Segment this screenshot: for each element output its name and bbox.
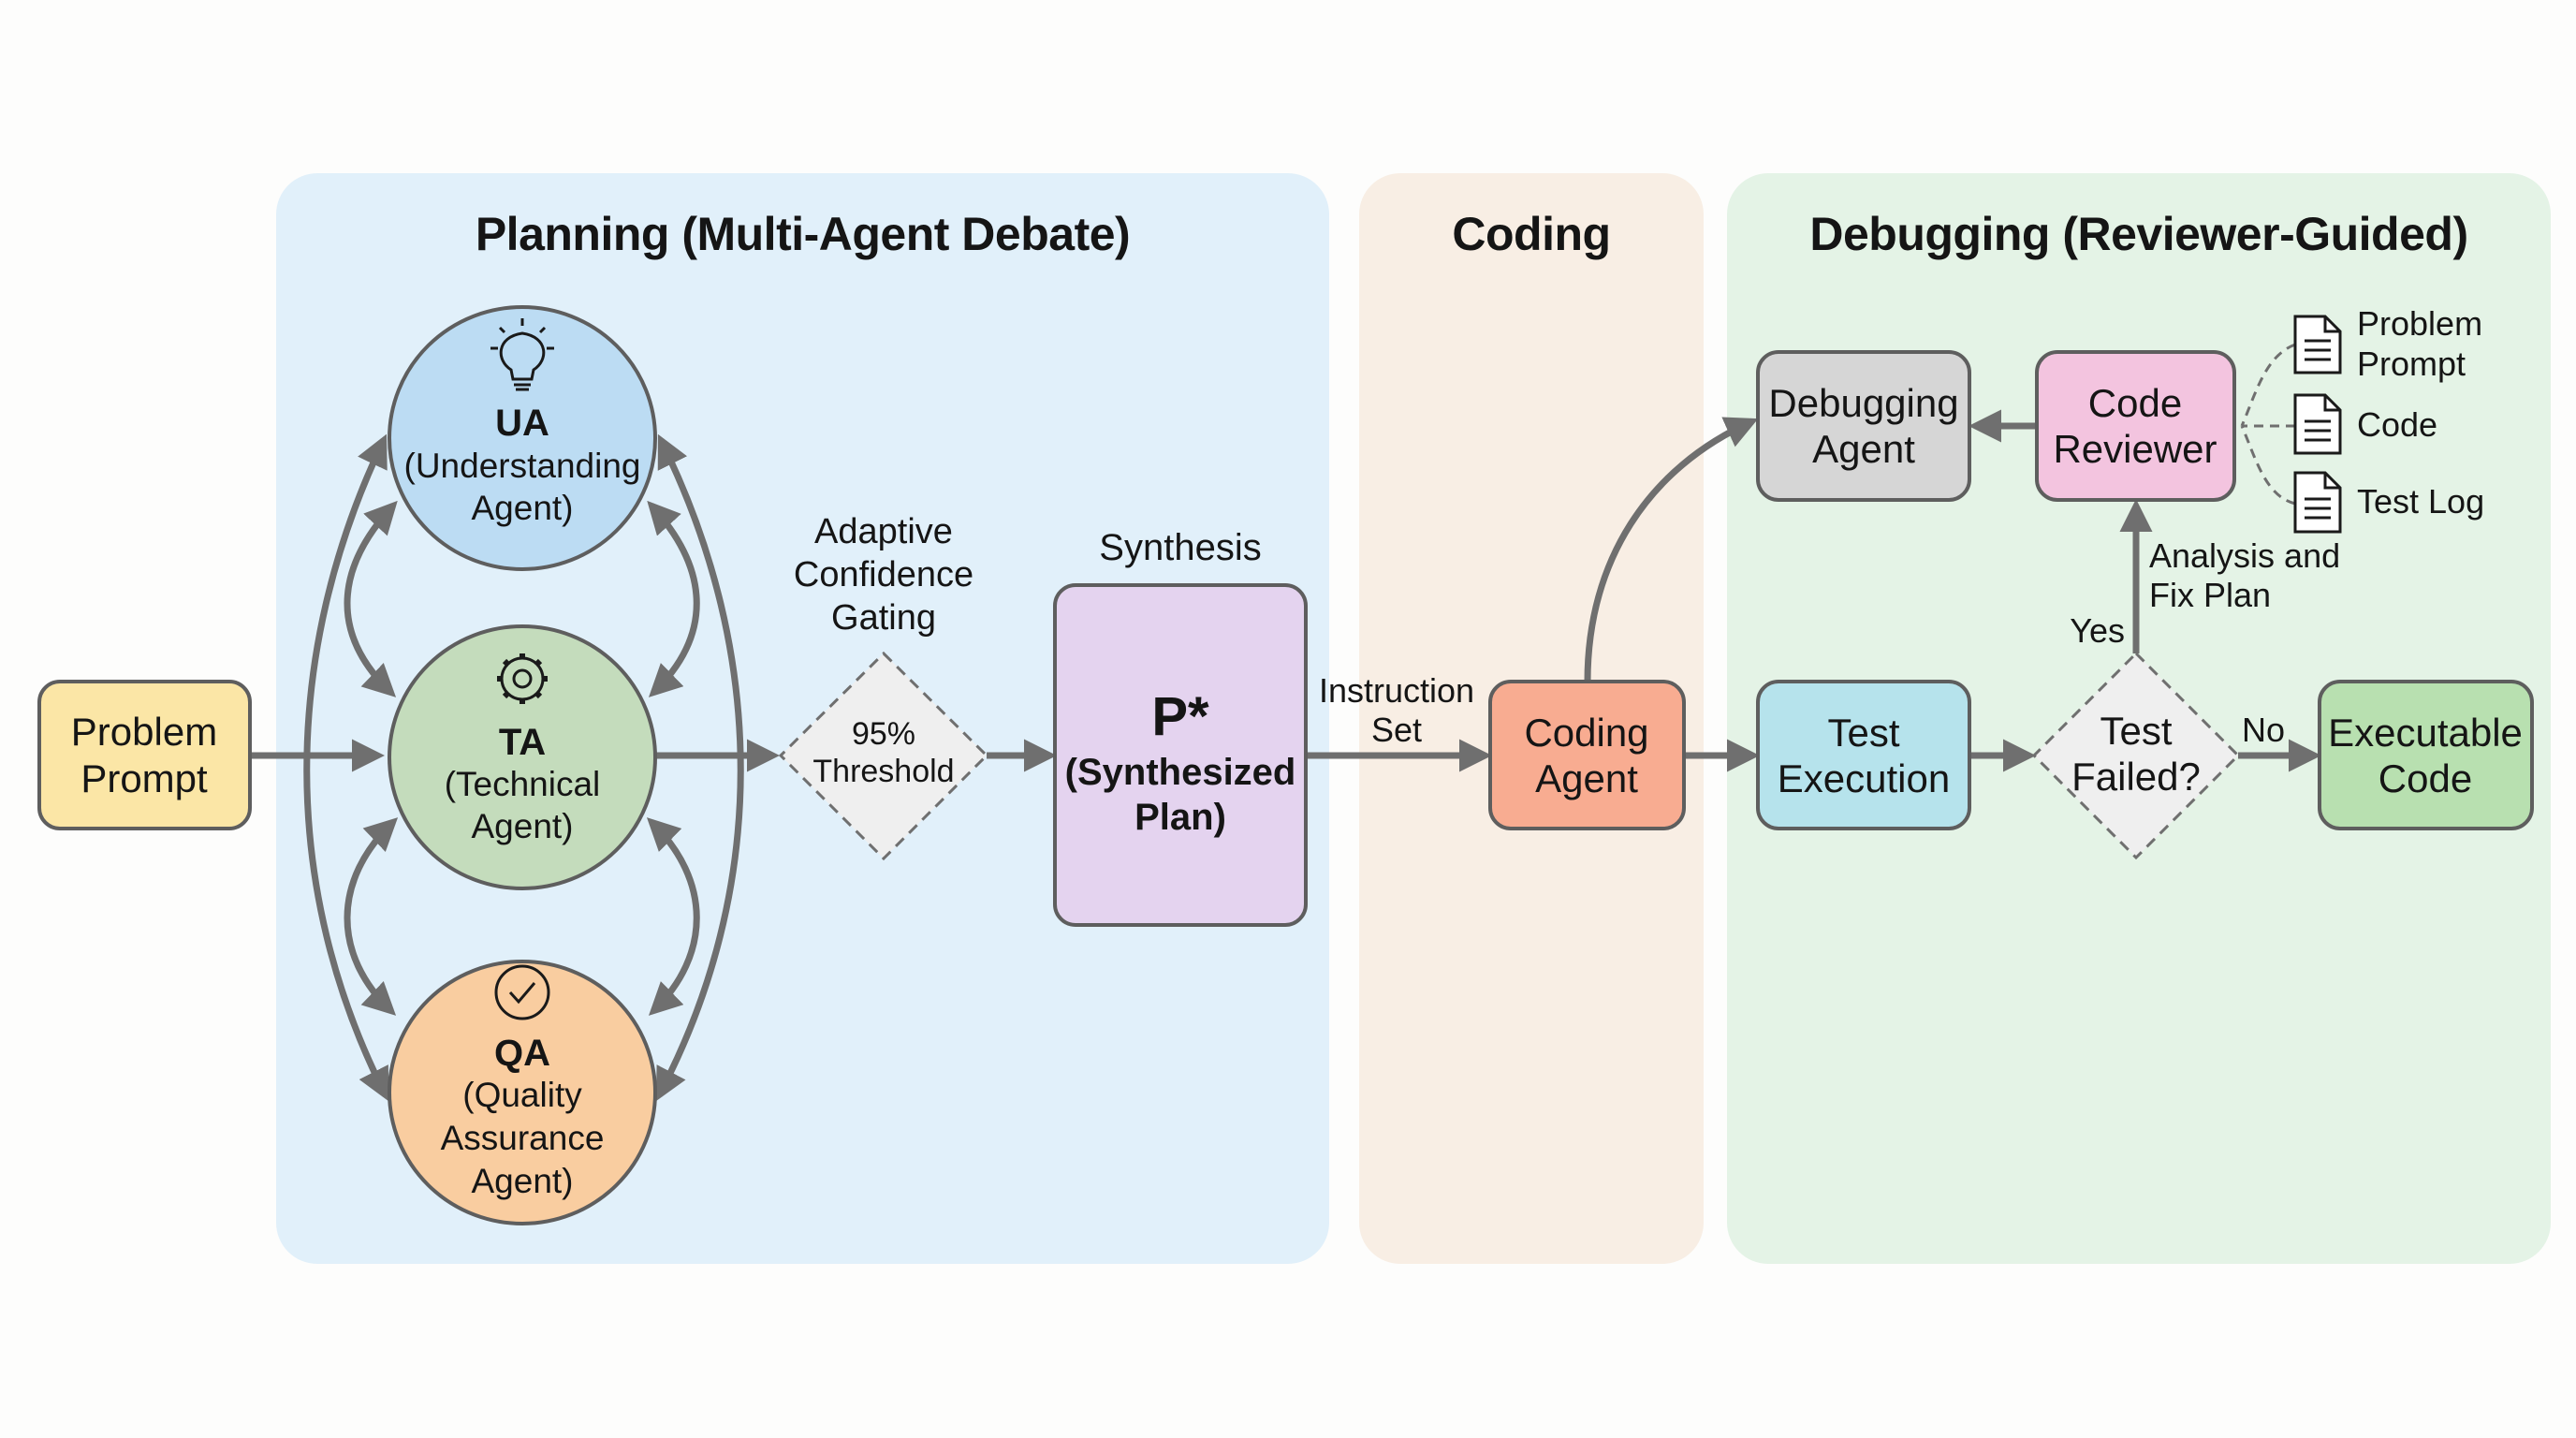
qa-line2: Assurance <box>441 1119 605 1157</box>
edge-ua-qa-left <box>303 433 389 1102</box>
ta-abbr: TA <box>499 722 546 763</box>
analysis-fix-line1: Analysis and <box>2149 536 2340 575</box>
panel-title-coding: Coding <box>1452 208 1611 260</box>
edge-ta-qa-right <box>646 817 700 1016</box>
panel-title-debugging: Debugging (Reviewer-Guided) <box>1809 208 2468 260</box>
test-failed-line2: Failed? <box>2071 755 2201 799</box>
reviewer-input-problem-prompt: Problem Prompt <box>2293 304 2482 383</box>
node-executable-code: Executable Code <box>2318 680 2534 830</box>
ua-abbr: UA <box>495 403 549 444</box>
no-label: No <box>2242 711 2285 749</box>
gating-label-line2: Confidence <box>794 555 973 594</box>
synthesis-label: Synthesis <box>1099 527 1261 568</box>
reviewer-input-1-line1: Problem <box>2357 304 2482 343</box>
instruction-set-line1: Instruction <box>1319 671 1474 710</box>
node-problem-prompt: Problem Prompt <box>37 680 252 830</box>
code-reviewer-line1: Code <box>2088 381 2182 425</box>
qa-line3: Agent) <box>471 1162 573 1200</box>
code-reviewer-line2: Reviewer <box>2053 427 2217 471</box>
edge-ua-ta-left <box>344 500 398 697</box>
node-qa: QA (Quality Assurance Agent) <box>388 960 657 1225</box>
gear-icon <box>497 653 548 704</box>
analysis-fix-line2: Fix Plan <box>2149 576 2271 614</box>
node-ta: TA (Technical Agent) <box>388 624 657 890</box>
node-gating: Adaptive Confidence Gating 95% Threshold <box>778 512 989 861</box>
node-ua: UA (Understanding Agent) <box>388 305 657 571</box>
instruction-set-line2: Set <box>1371 711 1422 749</box>
check-circle-icon <box>494 964 550 1020</box>
node-coding-agent: Coding Agent <box>1488 680 1686 830</box>
test-failed-line1: Test <box>2100 709 2172 753</box>
reviewer-input-2-label: Code <box>2357 405 2437 444</box>
synthesis-line1: (Synthesized <box>1065 752 1296 793</box>
node-code-reviewer: Code Reviewer <box>2035 350 2236 502</box>
gating-label-line1: Adaptive <box>814 512 953 551</box>
debugging-agent-line2: Agent <box>1812 427 1915 471</box>
synthesis-title: P* <box>1151 686 1209 747</box>
coding-agent-line1: Coding <box>1524 711 1648 755</box>
ta-line1: (Technical <box>445 765 601 803</box>
coding-agent-line2: Agent <box>1535 756 1638 800</box>
problem-prompt-line1: Problem <box>71 710 217 754</box>
qa-abbr: QA <box>494 1033 550 1074</box>
reviewer-input-1-line2: Prompt <box>2357 345 2466 383</box>
document-icon <box>2293 315 2342 374</box>
edge-input-testlog <box>2240 425 2296 506</box>
edge-input-prompt <box>2240 343 2296 427</box>
edge-ua-ta-right <box>647 500 700 697</box>
edge-coding-to-debugging <box>1584 417 1759 682</box>
node-test-failed: Test Failed? <box>2031 651 2241 860</box>
ua-line2: Agent) <box>471 489 573 527</box>
reviewer-input-test-log: Test Log <box>2293 471 2484 534</box>
gating-line1: 95% <box>852 716 915 752</box>
reviewer-input-code: Code <box>2293 393 2437 455</box>
edge-ta-qa-left <box>344 817 399 1016</box>
executable-code-line2: Code <box>2378 756 2472 800</box>
edge-ua-qa-right <box>655 433 744 1102</box>
node-test-execution: Test Execution <box>1756 680 1971 830</box>
document-icon <box>2293 471 2342 534</box>
test-execution-line2: Execution <box>1778 756 1950 800</box>
node-synthesis: Synthesis P* (Synthesized Plan) <box>1053 527 1308 927</box>
ta-line2: Agent) <box>471 807 573 845</box>
executable-code-line1: Executable <box>2328 711 2523 755</box>
ua-line1: (Understanding <box>404 447 641 485</box>
debugging-agent-line1: Debugging <box>1768 381 1958 425</box>
node-debugging-agent: Debugging Agent <box>1756 350 1971 502</box>
lightbulb-icon <box>490 318 554 391</box>
problem-prompt-line2: Prompt <box>80 756 208 800</box>
yes-label: Yes <box>2070 611 2125 650</box>
reviewer-input-3-label: Test Log <box>2357 482 2484 521</box>
document-icon <box>2293 393 2342 455</box>
gating-label-line3: Gating <box>831 598 936 638</box>
qa-line1: (Quality <box>462 1076 582 1114</box>
panel-title-planning: Planning (Multi-Agent Debate) <box>475 208 1131 260</box>
synthesis-line2: Plan) <box>1134 797 1226 838</box>
gating-line2: Threshold <box>812 754 954 789</box>
test-execution-line1: Test <box>1827 711 1899 755</box>
